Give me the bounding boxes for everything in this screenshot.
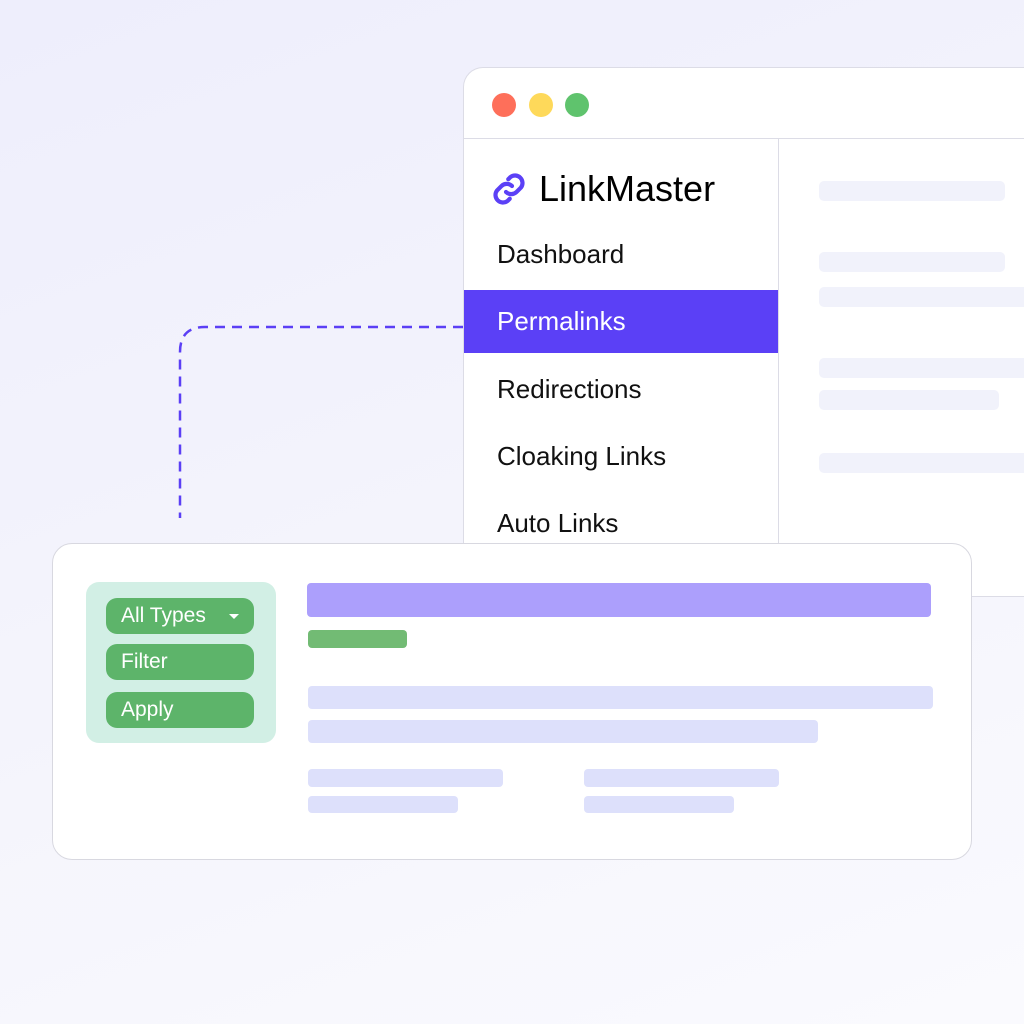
skeleton-line [819,453,1024,473]
skeleton-line [819,181,1005,201]
text-placeholder [308,686,933,709]
minimize-button[interactable] [529,93,553,117]
sidebar-item-dashboard[interactable]: Dashboard [497,239,625,269]
skeleton-line [819,358,1024,378]
meta-placeholder [584,769,779,787]
maximize-button[interactable] [565,93,589,117]
title-placeholder [307,583,931,617]
skeleton-line [819,390,999,410]
meta-placeholder [308,796,458,813]
type-select[interactable]: All Types [106,598,254,634]
skeleton-line [819,287,1024,307]
logo: LinkMaster [491,168,715,210]
link-icon [493,173,525,205]
sidebar: LinkMaster Dashboard Permalinks Redirect… [464,139,779,597]
title-bar [464,68,1024,139]
app-window: LinkMaster Dashboard Permalinks Redirect… [463,67,1024,597]
close-button[interactable] [492,93,516,117]
filter-button[interactable]: Filter [106,644,254,680]
meta-placeholder [308,769,503,787]
text-placeholder [308,720,818,743]
meta-placeholder [584,796,734,813]
filter-panel: All Types Filter Apply [86,582,276,743]
tag-placeholder [308,630,407,648]
sidebar-item-auto-links[interactable]: Auto Links [497,508,619,538]
sidebar-item-redirections[interactable]: Redirections [497,374,642,404]
link-card: All Types Filter Apply [52,543,972,860]
sidebar-item-permalinks[interactable]: Permalinks [464,290,778,353]
apply-button[interactable]: Apply [106,692,254,728]
app-name: LinkMaster [539,168,716,209]
sidebar-item-cloaking-links[interactable]: Cloaking Links [497,441,667,471]
caret-down-icon [229,613,239,619]
skeleton-line [819,252,1005,272]
type-select-value: All Types [121,604,206,627]
